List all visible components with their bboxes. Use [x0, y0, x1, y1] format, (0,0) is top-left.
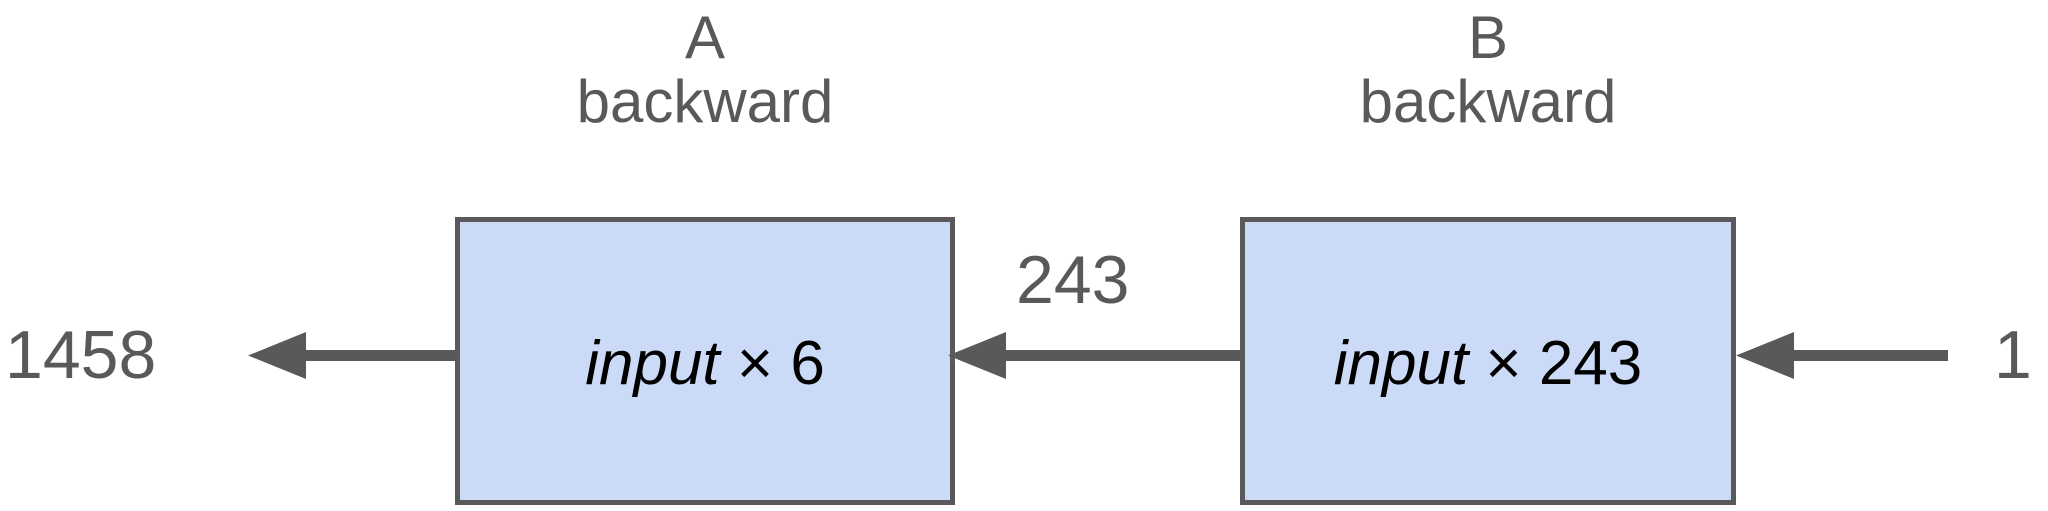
block-a-subtitle: backward: [576, 67, 834, 135]
block-b-operation-variable: input: [1333, 329, 1469, 398]
block-b-box[interactable]: input × 243: [1240, 217, 1736, 505]
output-value-label: 1458: [5, 317, 157, 393]
arrow-input-to-b: [1736, 332, 1948, 379]
arrow-a-to-output: [248, 332, 458, 379]
block-b-caption: B backward: [1240, 6, 1736, 133]
block-a-box[interactable]: input × 6: [455, 217, 955, 505]
block-a-operation-variable: input: [585, 329, 720, 398]
block-a-title: A: [684, 4, 726, 71]
block-a-caption: A backward: [455, 6, 955, 133]
block-a-operation: input × 6: [585, 333, 825, 395]
input-value-label: 1: [1994, 317, 2032, 393]
intermediate-value-label: 243: [1016, 242, 1130, 318]
block-b-operation-rest: × 243: [1468, 329, 1643, 398]
block-b-subtitle: backward: [1359, 67, 1617, 135]
block-b-operation: input × 243: [1334, 333, 1643, 395]
block-b-title: B: [1467, 4, 1509, 71]
block-a-operation-rest: × 6: [719, 329, 825, 398]
arrow-b-to-a: [948, 332, 1242, 379]
